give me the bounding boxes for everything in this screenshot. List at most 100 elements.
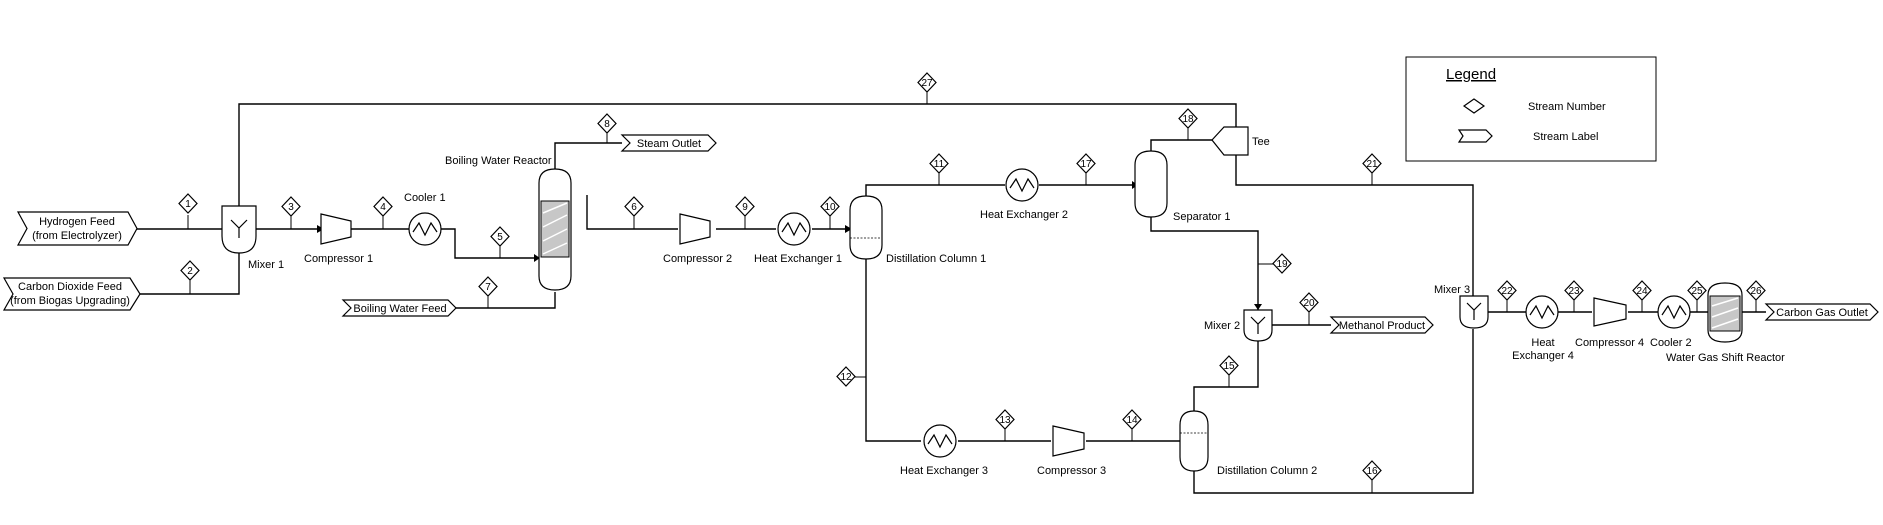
legend-box	[1405, 56, 1657, 162]
boiling-water-reactor	[538, 168, 572, 291]
svg-text:20: 20	[1303, 298, 1315, 309]
stream-number-16: 16	[1362, 460, 1382, 493]
stream-number-25: 25	[1687, 280, 1707, 312]
svg-text:1: 1	[185, 199, 191, 210]
compressor-1	[320, 213, 352, 245]
svg-text:6: 6	[631, 202, 637, 213]
tee	[1211, 126, 1249, 156]
carbon-dioxide-feed-source-text: (from Biogas Upgrading)	[10, 295, 130, 307]
stream-number-22: 22	[1497, 280, 1517, 312]
heat-exchanger-3-label: Heat Exchanger 3	[900, 465, 988, 477]
svg-text:24: 24	[1636, 286, 1648, 297]
svg-text:21: 21	[1366, 159, 1378, 170]
svg-text:7: 7	[485, 282, 491, 293]
compressor-4-label: Compressor 4	[1575, 337, 1644, 349]
stream-number-14: 14	[1122, 409, 1142, 441]
mixer-3	[1459, 295, 1489, 329]
heat-exchanger-1	[777, 212, 811, 246]
svg-text:27: 27	[921, 78, 933, 89]
carbon-gas-outlet-label: Carbon Gas Outlet	[1764, 303, 1879, 321]
legend-title: Legend	[1446, 66, 1496, 83]
svg-text:25: 25	[1691, 286, 1703, 297]
boiling-water-feed-label: Boiling Water Feed	[341, 299, 457, 317]
pipe-stream-18	[1150, 139, 1212, 151]
stream-number-11: 11	[929, 153, 949, 185]
water-gas-shift-reactor	[1707, 282, 1743, 343]
stream-number-27: 27	[917, 72, 937, 104]
svg-text:5: 5	[497, 232, 503, 243]
heat-exchanger-3	[923, 424, 957, 458]
svg-text:3: 3	[288, 202, 294, 213]
cooler-1	[408, 212, 442, 246]
distillation-column-1	[849, 195, 883, 260]
methanol-product-label: Methanol Product	[1329, 316, 1434, 334]
stream-numbers: 1 2 3 4 5 6 7 8 9 10 11 12 13 14 15 16 1…	[178, 72, 1766, 493]
svg-text:10: 10	[824, 202, 836, 213]
stream-number-15: 15	[1219, 355, 1239, 387]
carbon-dioxide-feed-text: Carbon Dioxide Feed	[18, 281, 122, 293]
pipe-stream-8	[554, 142, 622, 170]
stream-number-12: 12	[836, 366, 866, 387]
compressor-1-label: Compressor 1	[304, 253, 373, 265]
stream-number-3: 3	[281, 196, 301, 229]
pipe-stream-19	[1150, 217, 1259, 310]
heat-exchanger-1-label: Heat Exchanger 1	[754, 253, 842, 265]
stream-number-4: 4	[373, 196, 393, 229]
svg-text:2: 2	[187, 266, 193, 277]
stream-number-7: 7	[478, 276, 498, 308]
legend: Legend Stream Number Stream Label	[1405, 56, 1657, 162]
mixer-1	[221, 205, 257, 254]
stream-number-9: 9	[735, 196, 755, 229]
stream-number-24: 24	[1632, 280, 1652, 312]
stream-number-5: 5	[490, 226, 510, 258]
stream-label-legend-icon	[1457, 129, 1493, 143]
cooler-2-label: Cooler 2	[1650, 337, 1692, 349]
stream-number-26: 26	[1746, 280, 1766, 312]
compressor-4	[1593, 297, 1627, 327]
svg-text:11: 11	[934, 159, 945, 170]
stream-number-13: 13	[995, 409, 1015, 441]
pipe-stream-5	[441, 228, 539, 259]
steam-outlet-label: Steam Outlet	[620, 134, 717, 152]
pipe-stream-12	[865, 256, 921, 442]
pipe-stream-16	[1193, 329, 1474, 494]
heat-exchanger-4-label-line2: Exchanger 4	[1512, 350, 1574, 362]
svg-text:8: 8	[604, 119, 610, 130]
distillation-column-1-label: Distillation Column 1	[886, 253, 986, 265]
pipe-stream-7	[456, 292, 556, 309]
svg-text:18: 18	[1182, 114, 1194, 125]
arrow-icon	[1254, 304, 1262, 310]
stream-number-18: 18	[1178, 108, 1198, 140]
heat-exchanger-4-label: Heat	[1531, 337, 1554, 349]
cooler-2	[1657, 295, 1691, 329]
mixer-2-label: Mixer 2	[1204, 320, 1240, 332]
stream-number-23: 23	[1564, 280, 1584, 312]
svg-text:12: 12	[840, 372, 852, 383]
equipment-labels: Mixer 1 Compressor 1 Cooler 1 Boiling Wa…	[248, 136, 1785, 477]
pipe-stream-6	[586, 195, 678, 230]
distillation-column-2	[1179, 410, 1209, 472]
compressor-2-label: Compressor 2	[663, 253, 732, 265]
svg-text:16: 16	[1366, 466, 1378, 477]
stream-number-2: 2	[180, 260, 200, 294]
boiling-water-feed-text: Boiling Water Feed	[353, 303, 446, 315]
svg-text:14: 14	[1126, 415, 1138, 426]
heat-exchanger-2-label: Heat Exchanger 2	[980, 209, 1068, 221]
mixer-3-label: Mixer 3	[1434, 284, 1470, 296]
separator-1-label: Separator 1	[1173, 211, 1230, 223]
pipe-stream-2	[140, 245, 240, 295]
water-gas-shift-reactor-label: Water Gas Shift Reactor	[1666, 352, 1785, 364]
compressor-3-label: Compressor 3	[1037, 465, 1106, 477]
arrow-icon	[534, 254, 540, 262]
compressor-3	[1052, 425, 1085, 457]
boiling-water-reactor-label: Boiling Water Reactor	[445, 155, 552, 167]
separator-1	[1134, 150, 1168, 218]
heat-exchanger-2	[1005, 168, 1039, 202]
stream-number-21: 21	[1362, 153, 1382, 185]
svg-text:26: 26	[1750, 286, 1762, 297]
stream-label-tags: Hydrogen Feed (from Electrolyzer) Carbon…	[2, 134, 1879, 334]
pipe-stream-15	[1193, 340, 1259, 413]
hydrogen-feed-text: Hydrogen Feed	[39, 216, 115, 228]
svg-text:4: 4	[380, 202, 386, 213]
